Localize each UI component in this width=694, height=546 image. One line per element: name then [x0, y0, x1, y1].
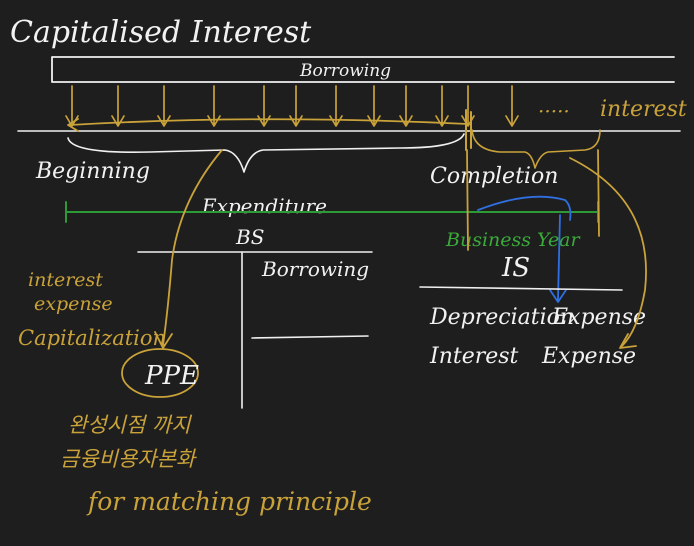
post-completion-brace — [471, 129, 601, 169]
completion-marker — [465, 109, 472, 151]
is-interest-label: Interest — [429, 344, 519, 369]
is-header: IS — [501, 253, 530, 283]
interest-arrow — [399, 85, 413, 127]
interest-expense-arrow — [569, 157, 647, 349]
matching-principle-note: for matching principle — [86, 487, 372, 516]
depreciation-arrow — [477, 195, 572, 303]
year-end-post — [597, 149, 600, 237]
completion-post — [466, 149, 469, 251]
capitalisation-arrow — [154, 149, 223, 349]
interest-arrow — [505, 85, 519, 127]
borrowing-bar: Borrowing — [51, 56, 675, 83]
beginning-label: Beginning — [35, 159, 150, 184]
interest-label: interest — [600, 97, 687, 122]
business-year-line — [65, 201, 599, 223]
business-year-label: Business Year — [445, 229, 582, 251]
bs-borrowing-label: Borrowing — [261, 257, 369, 281]
interest-arrow — [435, 85, 449, 127]
expenditure-brace — [67, 133, 465, 173]
ppe-node: PPE — [121, 348, 199, 398]
expenditure-bracket — [67, 118, 469, 132]
page-title: Capitalised Interest — [10, 15, 312, 50]
completion-label: Completion — [430, 164, 558, 189]
interest-arrow — [461, 85, 475, 127]
is-depreciation-label: Depreciation — [429, 305, 574, 330]
ppe-label: PPE — [144, 361, 199, 391]
is-depreciation-expense: Expense — [551, 305, 646, 330]
capitalisation-note-line3: Capitalization — [18, 326, 166, 350]
bs-header: BS — [235, 225, 264, 249]
balance-sheet-t-account: BS Borrowing — [137, 225, 373, 409]
capitalisation-note-line1: interest — [28, 269, 103, 291]
interest-arrow — [111, 85, 125, 127]
expenditure-label: Expenditure — [201, 194, 327, 218]
income-statement-t-account: IS Depreciation Expense Interest Expense — [419, 253, 646, 369]
korean-note-line1: 완성시점 까지 — [68, 413, 192, 437]
borrowing-bar-label: Borrowing — [299, 61, 391, 81]
interest-arrow — [157, 85, 171, 127]
interest-ellipsis: ····· — [538, 99, 570, 123]
korean-note-line2: 금융비용자본화 — [60, 447, 197, 471]
interest-arrow — [367, 85, 381, 127]
capitalisation-note-line2: expense — [34, 293, 113, 315]
